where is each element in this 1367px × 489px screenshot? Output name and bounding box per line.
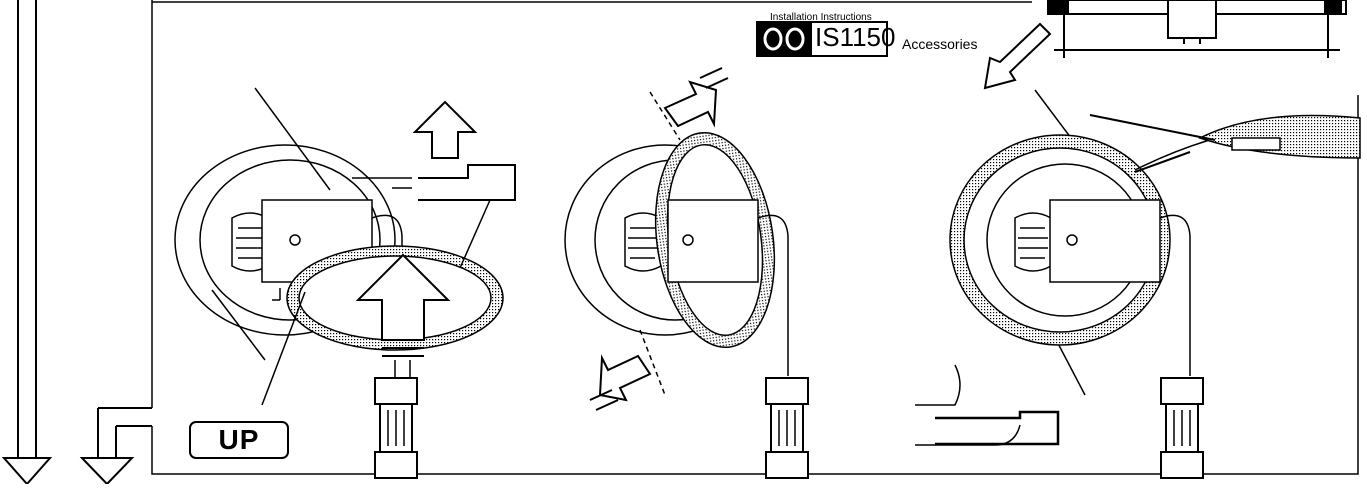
accessories-label: Accessories (902, 36, 978, 52)
step3-illustration (915, 89, 1361, 479)
model-code-label: IS1150 (815, 22, 896, 52)
model-label-box (756, 21, 888, 57)
step2-illustration (564, 67, 809, 479)
step1-illustration (174, 87, 516, 479)
down-arrows-left (1, 0, 152, 486)
up-label: UP (218, 424, 260, 455)
main-frame (151, 0, 1359, 475)
top-right-inset (983, 0, 1347, 90)
installation-instructions-label: Installation Instructions (770, 12, 872, 23)
